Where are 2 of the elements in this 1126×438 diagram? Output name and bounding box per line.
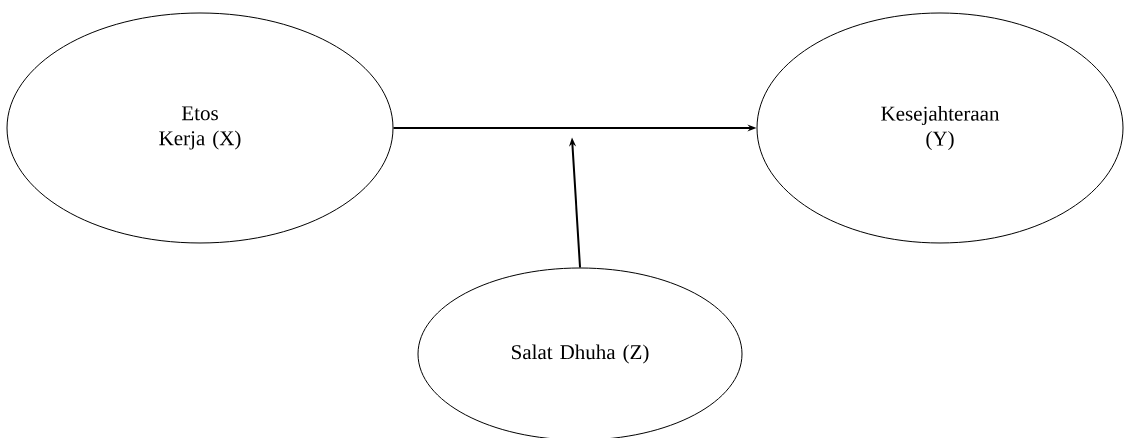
ellipse-node: Etos Kerja (X) <box>6 12 394 244</box>
ellipse-node: Kesejahteraan (Y) <box>756 12 1124 244</box>
